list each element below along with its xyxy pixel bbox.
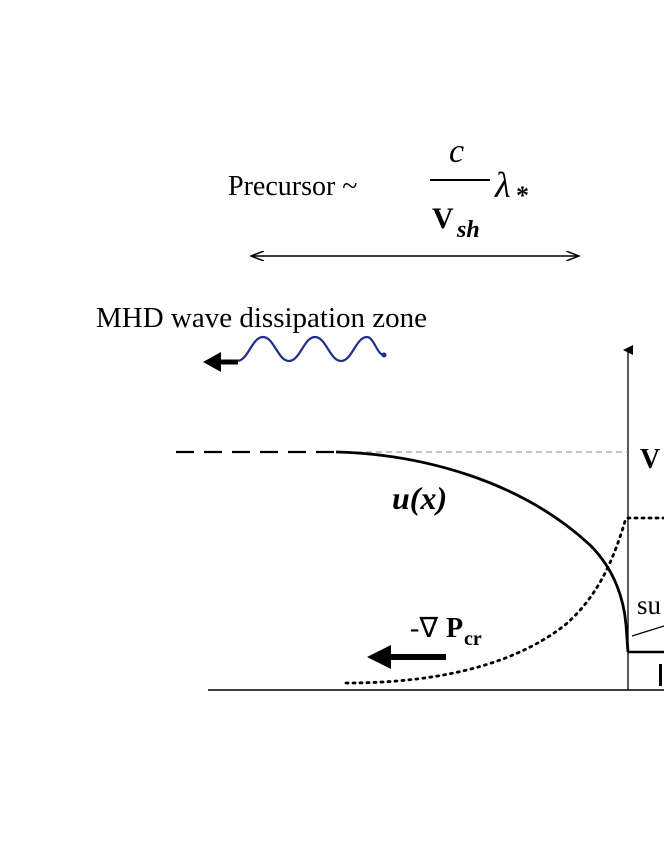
velocity-profile-curve xyxy=(335,450,628,626)
pressure-gradient-arrow-icon xyxy=(367,645,391,669)
subshock-label: su xyxy=(637,590,662,620)
mhd-wave-icon xyxy=(236,335,385,363)
precursor-label: Precursor ~ xyxy=(228,171,357,202)
pressure-gradient-prefix: -∇ xyxy=(410,613,438,644)
wave-end-dot-icon xyxy=(381,352,387,358)
dissipation-zone-label: MHD wave dissipation zone xyxy=(96,302,427,334)
wave-direction-arrow-icon xyxy=(203,352,221,372)
formula-denominator-sub: sh xyxy=(456,217,480,243)
velocity-curve-label: u(x) xyxy=(392,480,447,516)
subshock-jump xyxy=(624,624,630,653)
pressure-gradient-sub: cr xyxy=(464,628,482,650)
cropped-downstream-mark xyxy=(659,664,662,686)
formula-lambda-sub: * xyxy=(516,181,529,210)
pressure-gradient-main: P xyxy=(446,613,463,644)
subshock-pointer-line xyxy=(631,625,664,637)
cr-pressure-profile-curve xyxy=(344,516,628,685)
formula-numerator-c: c xyxy=(449,133,464,170)
velocity-axis-label: V xyxy=(640,444,660,475)
formula-denominator-v: V xyxy=(432,202,454,235)
formula-lambda: λ xyxy=(494,165,511,205)
